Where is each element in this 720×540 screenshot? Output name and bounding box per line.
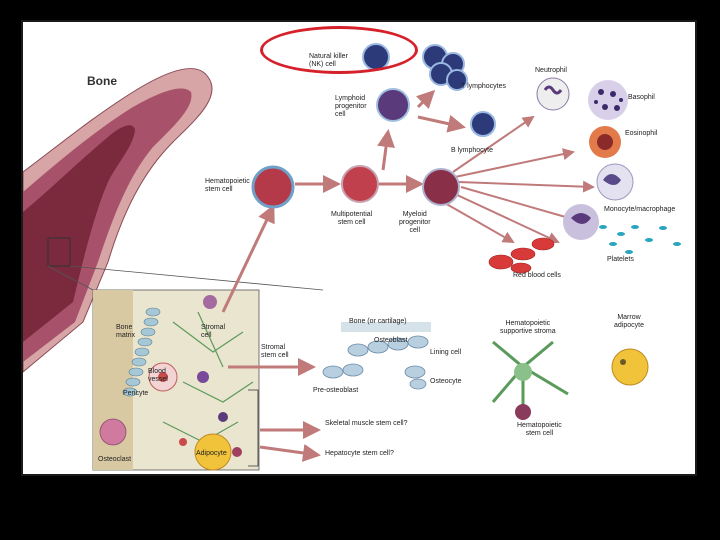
red-blood-cells-label: Red blood cells <box>513 272 561 279</box>
myeloid-progenitor-label: Myeloid progenitor cell <box>399 211 431 234</box>
pre-osteoblast-label: Pre-osteoblast <box>313 387 359 394</box>
nk-cell-label: Natural killer (NK) cell <box>309 53 348 68</box>
multipotential-stem-label: Multipotential stem cell <box>331 211 373 226</box>
lymphoid-progenitor-label: Lymphoid progenitor cell <box>335 95 367 118</box>
marrow-adipocyte-label: Marrow adipocyte <box>614 314 644 329</box>
marrow-adipocyte-cell <box>611 348 649 386</box>
osteocyte-label: Osteocyte <box>430 378 462 385</box>
nk-highlight-ellipse <box>260 26 418 74</box>
hematopoiesis-diagram <box>23 43 681 471</box>
blood-vessel-label: Blood vessel <box>148 368 168 383</box>
adipocyte-inset-label: Adipocyte <box>196 450 227 457</box>
stromal-stem-label: Stromal stem cell <box>261 344 289 359</box>
lining-cell-label: Lining cell <box>430 349 462 356</box>
osteoblast-label: Osteoblast <box>374 337 408 344</box>
b-lymphocyte-label: B lymphocyte <box>451 147 494 154</box>
bone-cartilage-label: Bone (or cartilage) <box>349 318 407 325</box>
slide: Bone Natural killer (NK) cell T lymphocy… <box>21 20 697 476</box>
pericyte-label: Pericyte <box>123 390 149 397</box>
bone-matrix-label: Bone matrix <box>116 324 136 339</box>
eosinophil-label: Eosinophil <box>625 130 658 137</box>
hematopoietic-stem-label: Hematopoietic stem cell <box>205 178 250 193</box>
stromal-cell-inset-label: Stromal cell <box>201 324 226 339</box>
t-lymphocytes-label: T lymphocytes <box>461 83 506 90</box>
hsc-lower-label: Hematopoietic stem cell <box>517 422 562 437</box>
marrow-inset <box>92 289 260 471</box>
neutrophil-label: Neutrophil <box>535 67 567 74</box>
monocyte-label: Monocyte/macrophage <box>604 206 676 213</box>
supportive-stroma-label: Hematopoietic supportive stroma <box>500 320 556 335</box>
hepatocyte-label: Hepatocyte stem cell? <box>325 450 394 457</box>
osteoclast-label: Osteoclast <box>98 456 132 463</box>
bone-illustration <box>23 68 324 373</box>
skeletal-muscle-label: Skeletal muscle stem cell? <box>325 420 408 427</box>
basophil-label: Basophil <box>628 94 655 101</box>
bone-title: Bone <box>87 74 117 88</box>
supportive-stroma-cell <box>491 340 569 420</box>
platelets-label: Platelets <box>607 256 634 263</box>
